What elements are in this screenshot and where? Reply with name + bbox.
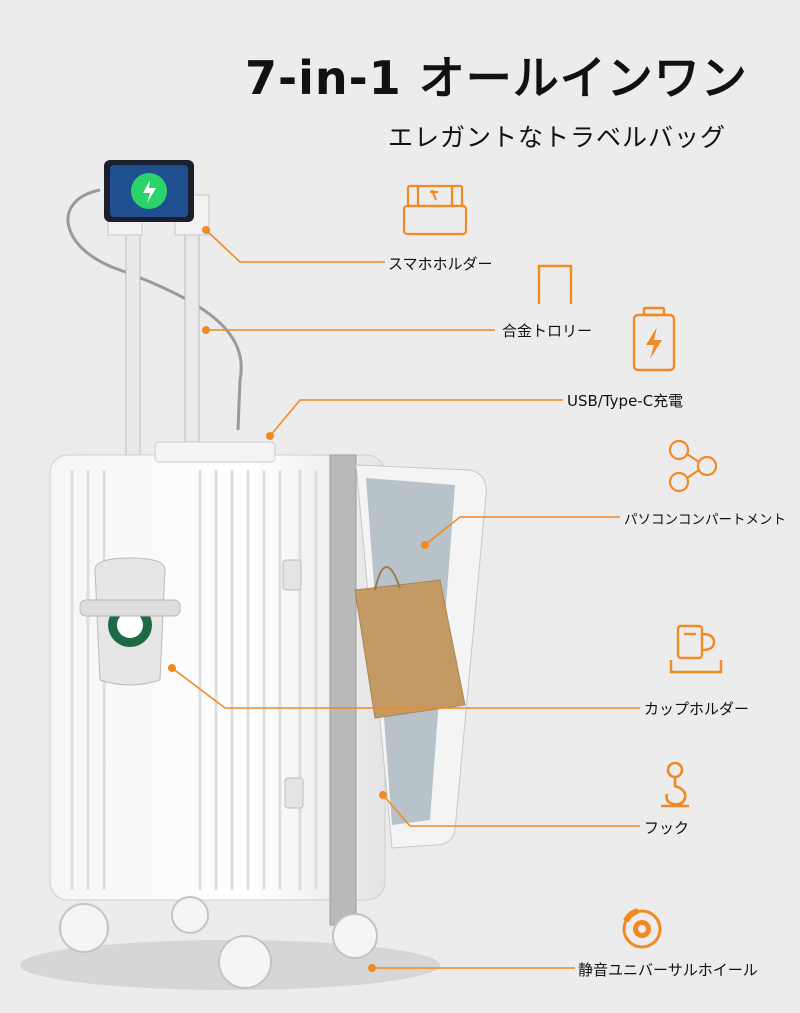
page-subtitle: エレガントなトラベルバッグ — [388, 123, 727, 152]
feature-label-phone-holder: スマホホルダー — [386, 253, 495, 274]
feature-label-hook: フック — [642, 817, 692, 838]
battery-charge-icon — [632, 306, 676, 372]
feature-label-trolley: 合金トロリー — [500, 320, 595, 341]
cup-icon — [669, 624, 723, 674]
network-nodes-icon — [668, 439, 718, 493]
feature-label-laptop-compartment: パソコンコンパートメント — [622, 508, 788, 528]
hook-icon — [661, 761, 689, 808]
trolley-handle-icon — [537, 264, 573, 304]
feature-label-cup-holder: カップホルダー — [642, 698, 752, 719]
feature-label-usb-charging: USB/Type-C充電 — [565, 390, 686, 411]
feature-label-wheels: 静音ユニバーサルホイール — [576, 959, 760, 980]
page-title: 7-in-1 オールインワン — [245, 51, 748, 105]
phone-holder-icon — [402, 184, 468, 236]
brake-wheel-icon — [622, 908, 662, 949]
